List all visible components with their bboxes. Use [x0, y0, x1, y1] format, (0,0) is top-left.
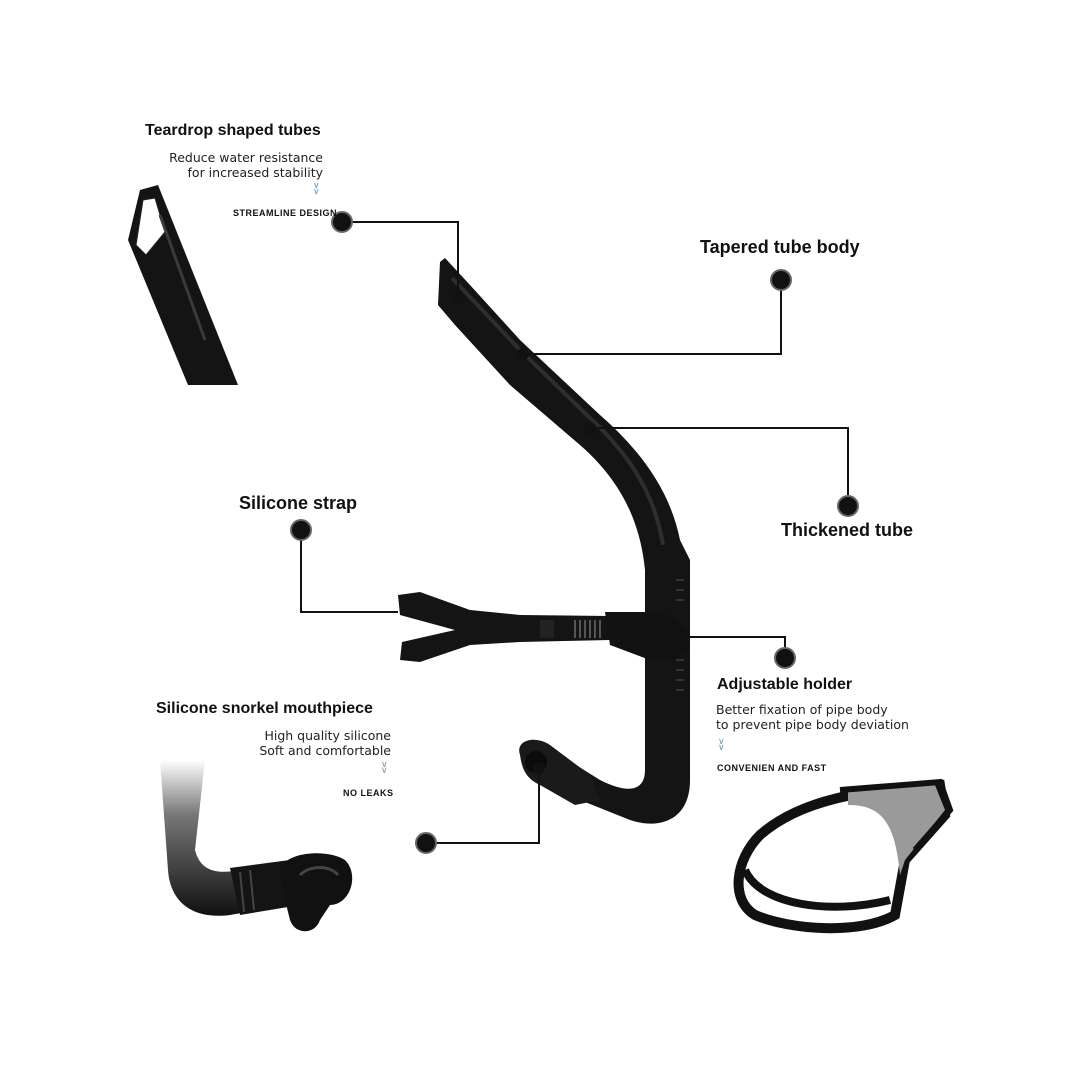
mouthpiece-inset [160, 760, 353, 932]
mouthpiece-title: Silicone snorkel mouthpiece [156, 700, 373, 717]
marker-dot [331, 211, 353, 233]
marker-dot [415, 832, 437, 854]
strap-title: Silicone strap [239, 493, 358, 513]
marker-dot [290, 519, 312, 541]
marker-dot [770, 269, 792, 291]
marker-dot [517, 348, 529, 360]
head-strap-inset [733, 778, 954, 934]
teardrop-title: Teardrop shaped tubes [145, 122, 321, 139]
chevron-down-icon: ∨∨ [313, 181, 320, 197]
marker-dot [533, 762, 545, 774]
marker-dot [666, 631, 678, 643]
holder-title: Adjustable holder [717, 676, 853, 693]
teardrop-line1: Reduce water resistance [169, 150, 323, 165]
tapered-title: Tapered tube body [700, 237, 860, 257]
adjustable-holder [605, 612, 690, 660]
holder-line1: Better fixation of pipe body [716, 702, 888, 717]
teardrop-tube-inset [128, 185, 238, 385]
mouthpiece-line1: High quality silicone [264, 728, 391, 743]
silicone-strap [398, 592, 610, 662]
marker-dot [452, 292, 464, 304]
mouthpiece-line2: Soft and comfortable [259, 743, 391, 758]
marker-dot [837, 495, 859, 517]
snorkel-main-tube [438, 258, 690, 824]
marker-dot [774, 647, 796, 669]
chevron-down-icon: ∨∨ [381, 760, 388, 776]
teardrop-tag: STREAMLINE DESIGN [233, 208, 338, 218]
marker-dots [290, 211, 859, 854]
holder-line2: to prevent pipe body deviation [716, 717, 909, 732]
marker-dot [584, 422, 596, 434]
mouthpiece-tag: NO LEAKS [343, 788, 394, 798]
holder-tag: CONVENIEN AND FAST [717, 763, 827, 773]
teardrop-line2: for increased stability [187, 165, 323, 180]
thickened-title: Thickened tube [781, 520, 914, 540]
chevron-down-icon: ∨∨ [718, 737, 725, 753]
